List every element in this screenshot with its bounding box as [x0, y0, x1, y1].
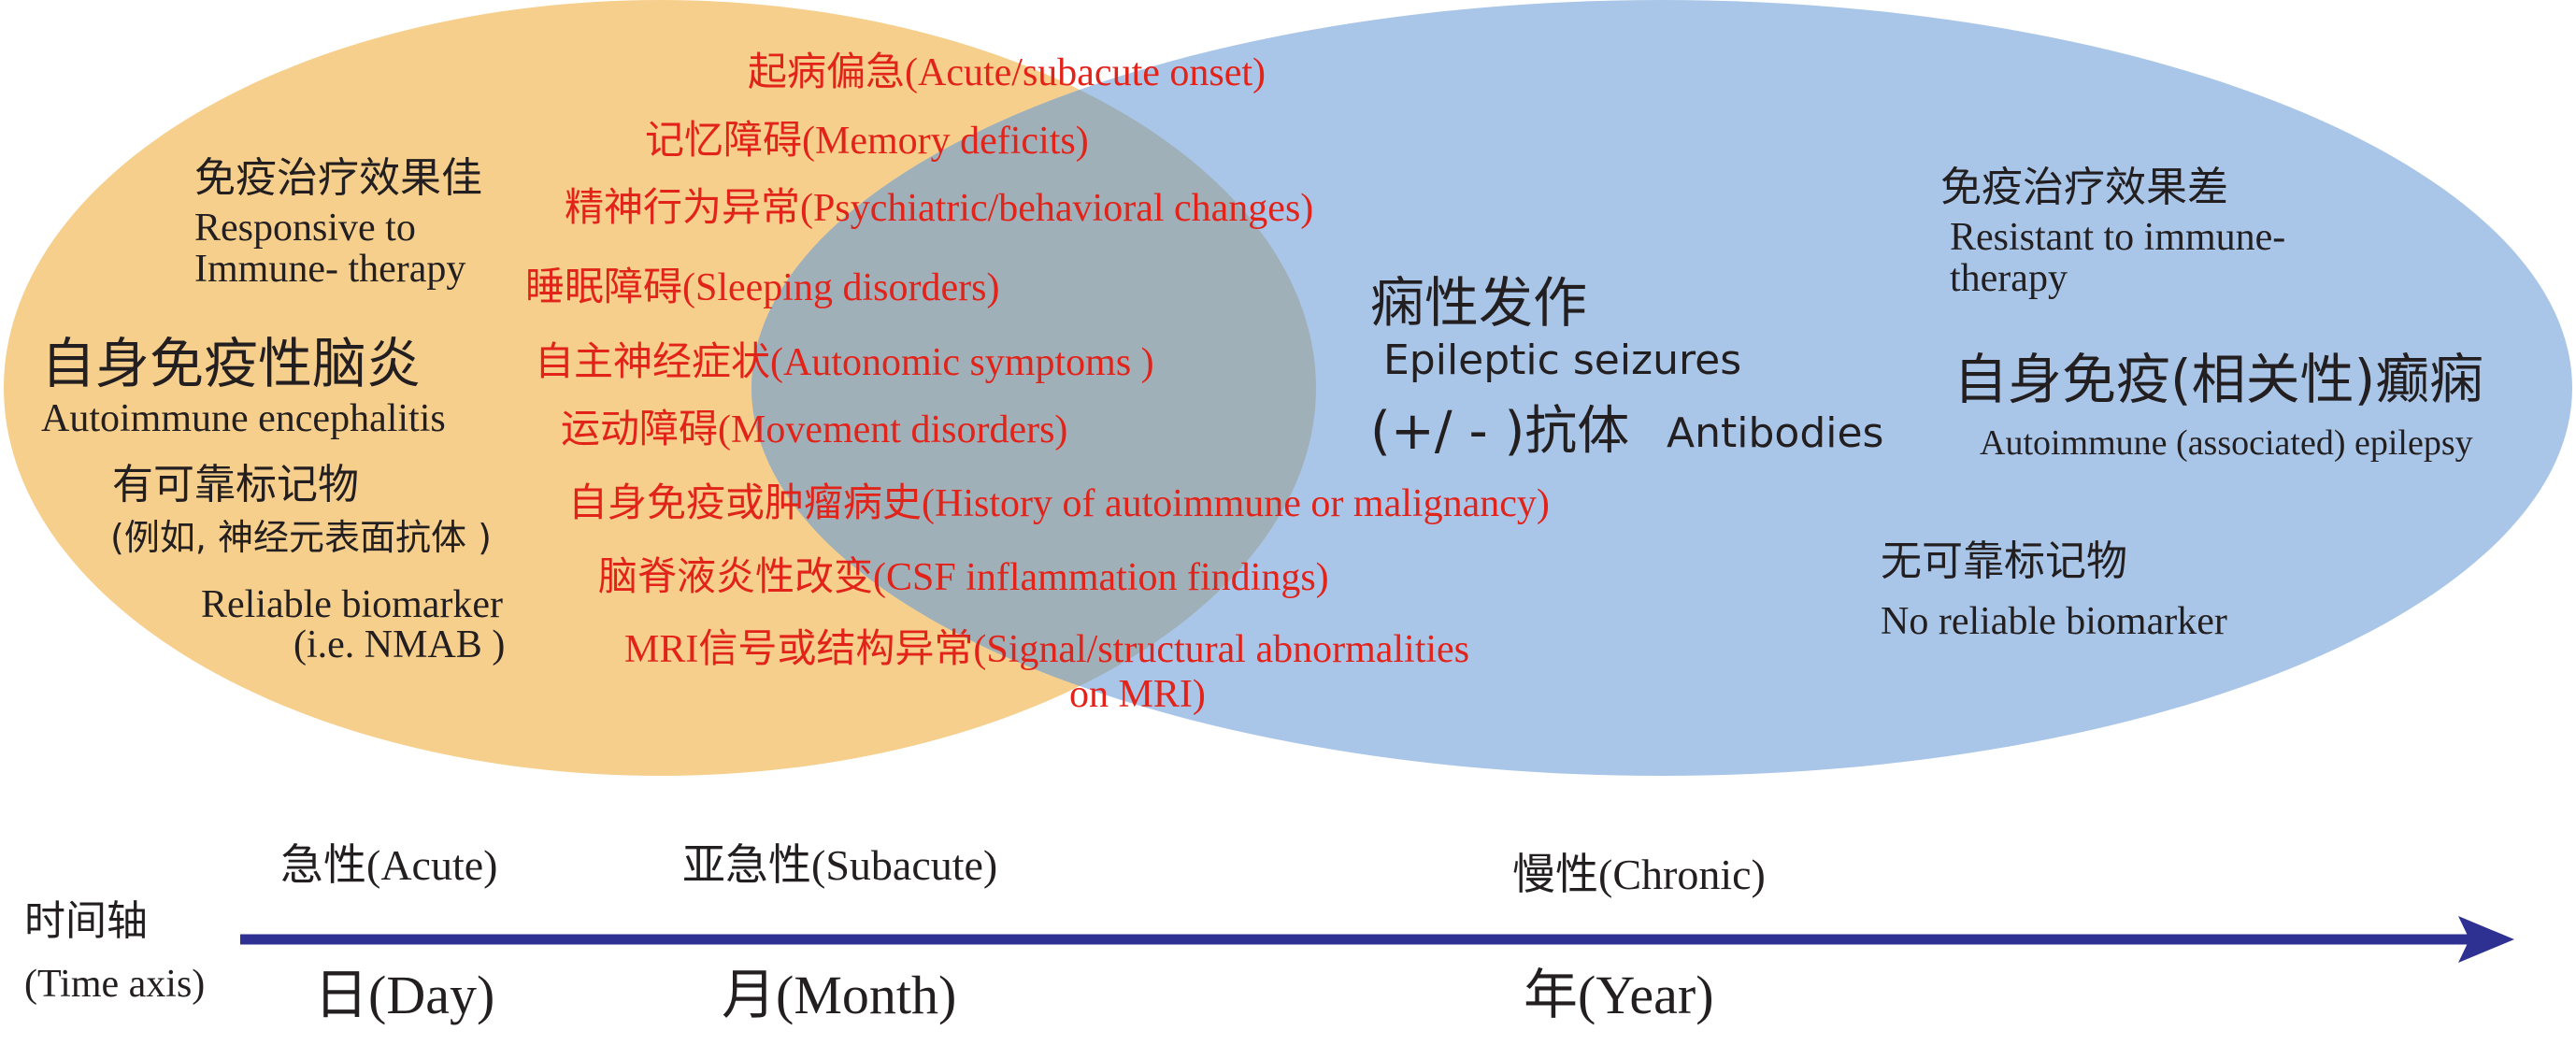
epileptic-seizures-en: Epileptic seizures	[1383, 336, 1742, 384]
responsive-label-cn: 免疫治疗效果佳	[194, 154, 482, 202]
feature-memory-deficits: 记忆障碍(Memory deficits)	[645, 120, 1089, 163]
no-reliable-biomarker-en: No reliable biomarker	[1881, 600, 2227, 643]
feature-history-autoimmune-malignancy: 自身免疫或肿瘤病史(History of autoimmune or malig…	[568, 482, 1550, 525]
phase-acute: 急性(Acute)	[280, 841, 498, 889]
reliable-biomarker-cn: 有可靠标记物	[112, 461, 359, 508]
feature-mri-abnormalities-cont: on MRI)	[1069, 673, 1206, 716]
resistant-label-en: Resistant to immune- therapy	[1950, 216, 2286, 301]
reliable-biomarker-en: Reliable biomarker	[201, 583, 504, 626]
time-axis-arrow	[240, 916, 2514, 963]
responsive-label-en-line1: Responsive to	[194, 207, 416, 250]
autoimmune-epilepsy-title-en: Autoimmune (associated) epilepsy	[1980, 423, 2473, 463]
phase-chronic: 慢性(Chronic)	[1512, 851, 1766, 898]
feature-acute-onset: 起病偏急(Acute/subacute onset)	[748, 51, 1267, 94]
unit-year: 年(Year)	[1524, 965, 1714, 1025]
time-axis-label-cn: 时间轴	[24, 897, 148, 945]
feature-movement-disorders: 运动障碍(Movement disorders)	[561, 408, 1068, 451]
epileptic-seizures-cn: 痫性发作	[1370, 271, 1588, 335]
feature-psychiatric-changes: 精神行为异常(Psychiatric/behavioral changes)	[565, 187, 1314, 230]
autoimmune-encephalitis-title-cn: 自身免疫性脑炎	[41, 332, 422, 395]
feature-sleeping-disorders: 睡眠障碍(Sleeping disorders)	[525, 266, 1000, 309]
feature-autonomic-symptoms: 自主神经症状(Autonomic symptoms )	[535, 341, 1154, 384]
unit-day: 日(Day)	[314, 965, 495, 1025]
no-reliable-biomarker-cn: 无可靠标记物	[1881, 537, 2127, 585]
feature-csf-inflammation: 脑脊液炎性改变(CSF inflammation findings)	[598, 556, 1329, 599]
autoimmune-encephalitis-title-en: Autoimmune encephalitis	[41, 397, 446, 440]
reliable-biomarker-example-en: (i.e. NMAB )	[293, 623, 506, 666]
feature-mri-abnormalities: MRI信号或结构异常(Signal/structural abnormaliti…	[624, 628, 1470, 671]
antibodies-label-en: Antibodies	[1667, 409, 1884, 457]
responsive-label-en-line2: Immune- therapy	[194, 248, 466, 292]
autoimmune-epilepsy-title-cn: 自身免疫(相关性)癫痫	[1953, 348, 2484, 411]
antibodies-marker-cn: (+/ - )抗体	[1370, 401, 1630, 462]
time-axis-label-en: (Time axis)	[24, 963, 206, 1006]
biomarker-example-cn: (例如, 神经元表面抗体 )	[110, 517, 492, 558]
resistant-label-cn: 免疫治疗效果差	[1940, 164, 2228, 211]
unit-month: 月(Month)	[722, 965, 957, 1025]
phase-subacute: 亚急性(Subacute)	[682, 841, 998, 889]
time-axis-arrowhead	[2458, 916, 2514, 963]
responsive-label-en: Responsive to Immune- therapy	[194, 208, 465, 290]
overlap-region	[751, 0, 1316, 776]
